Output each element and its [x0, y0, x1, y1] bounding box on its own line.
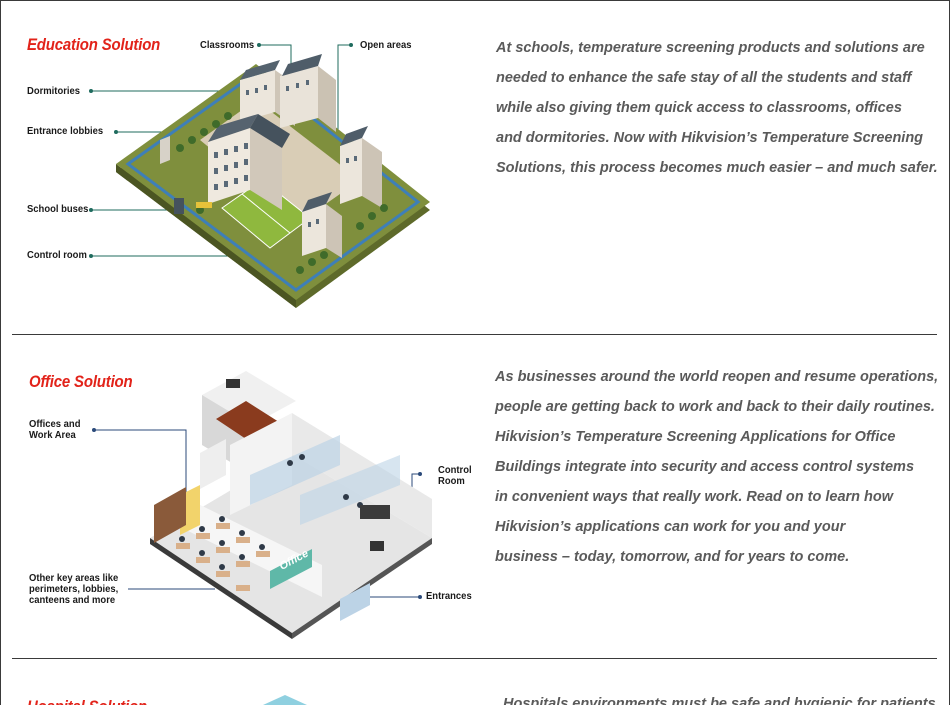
paragraph-line: As businesses around the world reopen an… — [495, 369, 939, 385]
office-illustration — [92, 371, 432, 639]
campus-illustration — [89, 43, 430, 308]
paragraph-line: people are getting back to work and back… — [495, 399, 935, 415]
section-divider — [12, 334, 937, 335]
paragraph-line: needed to enhance the safe stay of all t… — [496, 70, 912, 86]
paragraph-line: Solutions, this process becomes much eas… — [496, 160, 938, 176]
callout-open-areas: Open areas — [360, 39, 412, 51]
callout-offices-line1: Offices and — [29, 418, 81, 430]
paragraph-line: while also giving them quick access to c… — [496, 100, 902, 116]
callout-entrance-lobbies: Entrance lobbies — [27, 125, 104, 137]
paragraph-line: Buildings integrate into security and ac… — [495, 459, 915, 475]
callout-dormitories: Dormitories — [27, 85, 81, 97]
paragraph-line: and dormitories. Now with Hikvision’s Te… — [496, 130, 924, 146]
education-section: Education Solution — [0, 0, 950, 335]
callout-control-room-line2: Room — [438, 475, 465, 487]
education-title: Education Solution — [27, 35, 161, 54]
callout-other-areas-line2: perimeters, lobbies, — [29, 583, 119, 595]
callout-entrances: Entrances — [426, 590, 472, 602]
hospital-title: Hospital Solution — [27, 697, 147, 705]
paragraph-line: At schools, temperature screening produc… — [496, 40, 925, 56]
office-title: Office Solution — [29, 372, 133, 391]
hospital-paragraph: Hospitals environments must be safe and … — [503, 689, 936, 705]
hospital-section: Hospital Solution Hospitals environments… — [0, 659, 950, 705]
education-paragraph: At schools, temperature screening produc… — [496, 33, 938, 183]
callout-classrooms: Classrooms — [200, 39, 255, 51]
callout-other-areas-line3: canteens and more — [29, 594, 116, 606]
callout-offices-line2: Work Area — [29, 429, 76, 441]
hospital-illustration — [263, 695, 307, 705]
section-divider — [12, 658, 937, 659]
paragraph-line: Hikvision’s applications can work for yo… — [495, 519, 846, 535]
paragraph-line: Hospitals environments must be safe and … — [503, 696, 936, 705]
callout-school-buses: School buses — [27, 203, 89, 215]
paragraph-line: in convenient ways that really work. Rea… — [495, 489, 894, 505]
office-section: Office Solution — [0, 335, 950, 659]
callout-control-room-line1: Control — [438, 464, 472, 476]
callout-control-room: Control room — [27, 249, 87, 261]
paragraph-line: business – today, tomorrow, and for year… — [495, 549, 850, 565]
paragraph-line: Hikvision’s Temperature Screening Applic… — [495, 429, 896, 445]
office-paragraph: As businesses around the world reopen an… — [495, 362, 938, 572]
callout-other-areas-line1: Other key areas like — [29, 572, 119, 584]
